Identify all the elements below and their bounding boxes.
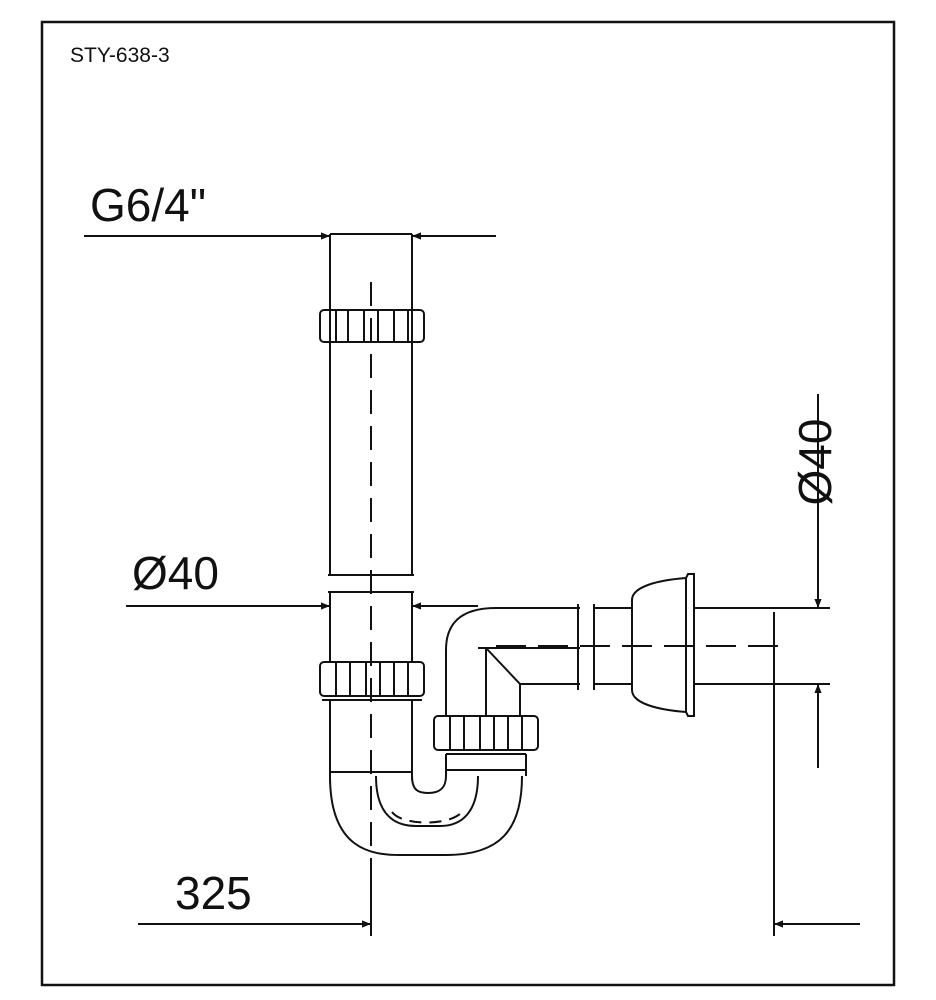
- tailpiece-diameter-label: Ø40: [132, 547, 219, 599]
- outlet-diameter-label: Ø40: [789, 418, 841, 506]
- horizontal-outlet-pipe: [496, 604, 784, 690]
- overall-length-label: 325: [175, 867, 252, 919]
- upper-coupling-nut: [319, 309, 425, 343]
- overall-length-dimension: [138, 612, 860, 936]
- wall-flange: [631, 573, 830, 717]
- u-bend-trap: [329, 775, 523, 856]
- top-thread-label: G6/4": [90, 179, 207, 231]
- vertical-tailpiece-pipe: [328, 233, 414, 870]
- trap-outlet-nut: [433, 715, 539, 776]
- outlet-elbow: [445, 607, 580, 716]
- lower-coupling-nut: [319, 661, 425, 780]
- drawing-frame: [40, 20, 896, 987]
- model-code-label: STY-638-3: [70, 44, 170, 67]
